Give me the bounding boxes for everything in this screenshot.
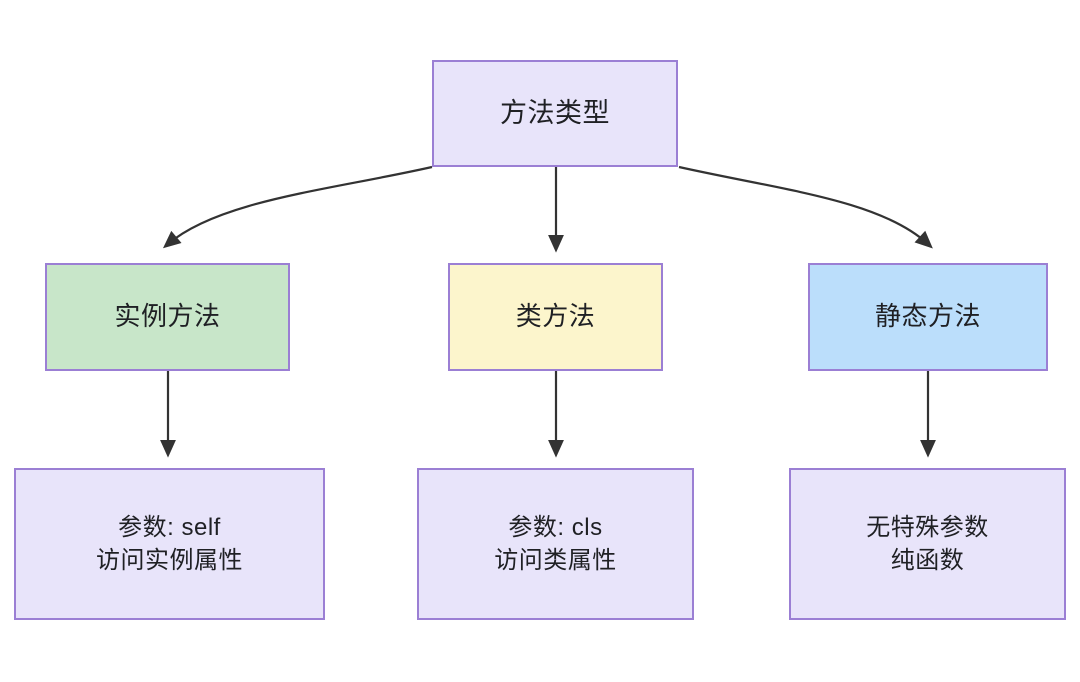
edge-root-to-instance	[162, 165, 433, 249]
node-class-method-detail[interactable]: 参数: cls 访问类属性	[417, 468, 694, 620]
node-static-method-detail[interactable]: 无特殊参数 纯函数	[789, 468, 1066, 620]
node-instance-method-detail[interactable]: 参数: self 访问实例属性	[14, 468, 325, 620]
node-label: 方法类型	[500, 97, 610, 128]
node-label: 实例方法	[114, 301, 221, 332]
node-static-method[interactable]: 静态方法	[808, 263, 1048, 371]
node-label: 静态方法	[874, 301, 981, 332]
node-label-line-1: 参数: cls	[508, 513, 603, 541]
node-instance-method[interactable]: 实例方法	[45, 263, 290, 371]
node-method-types[interactable]: 方法类型	[432, 60, 678, 167]
node-label-line-1: 参数: self	[118, 513, 221, 541]
node-label-line-2: 访问实例属性	[96, 547, 243, 574]
node-label-line-2: 访问类属性	[494, 547, 617, 574]
node-label: 类方法	[515, 301, 596, 332]
node-label-line-1: 无特殊参数	[866, 513, 989, 541]
node-class-method[interactable]: 类方法	[448, 263, 663, 371]
edge-root-to-static	[678, 165, 933, 249]
node-label-line-2: 纯函数	[890, 547, 965, 574]
